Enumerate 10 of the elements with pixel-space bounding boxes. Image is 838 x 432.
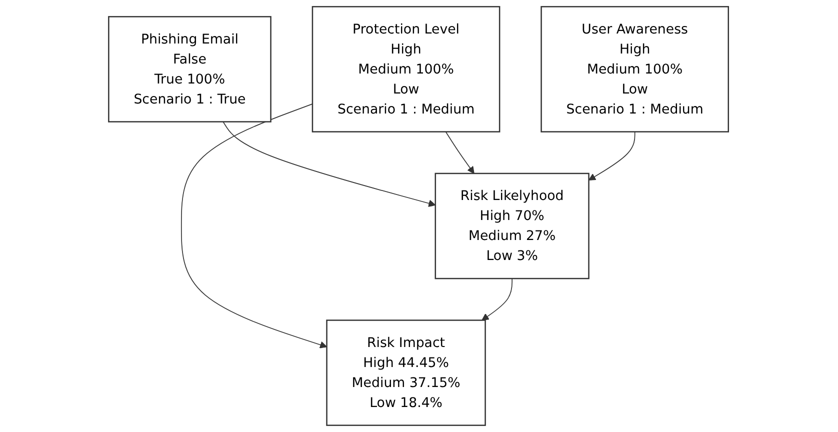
node-box: Risk Impact High 44.45% Medium 37.15% Low 18.4% (326, 320, 486, 426)
arrow (446, 131, 475, 174)
arrow (223, 121, 436, 207)
node-box: User Awareness High Medium 100% Low Scenario 1 : Medium (541, 6, 730, 132)
node-box: Risk Likelyhood High 70% Medium 27% Low 3% (435, 172, 590, 280)
arrow (181, 104, 328, 348)
arrow (482, 278, 513, 321)
node-box: Protection Level High Medium 100% Low Scenario 1 : Medium (312, 6, 501, 132)
arrow (588, 131, 636, 180)
node-box: Phishing Email False True 100% Scenario 1 : True (108, 16, 272, 122)
